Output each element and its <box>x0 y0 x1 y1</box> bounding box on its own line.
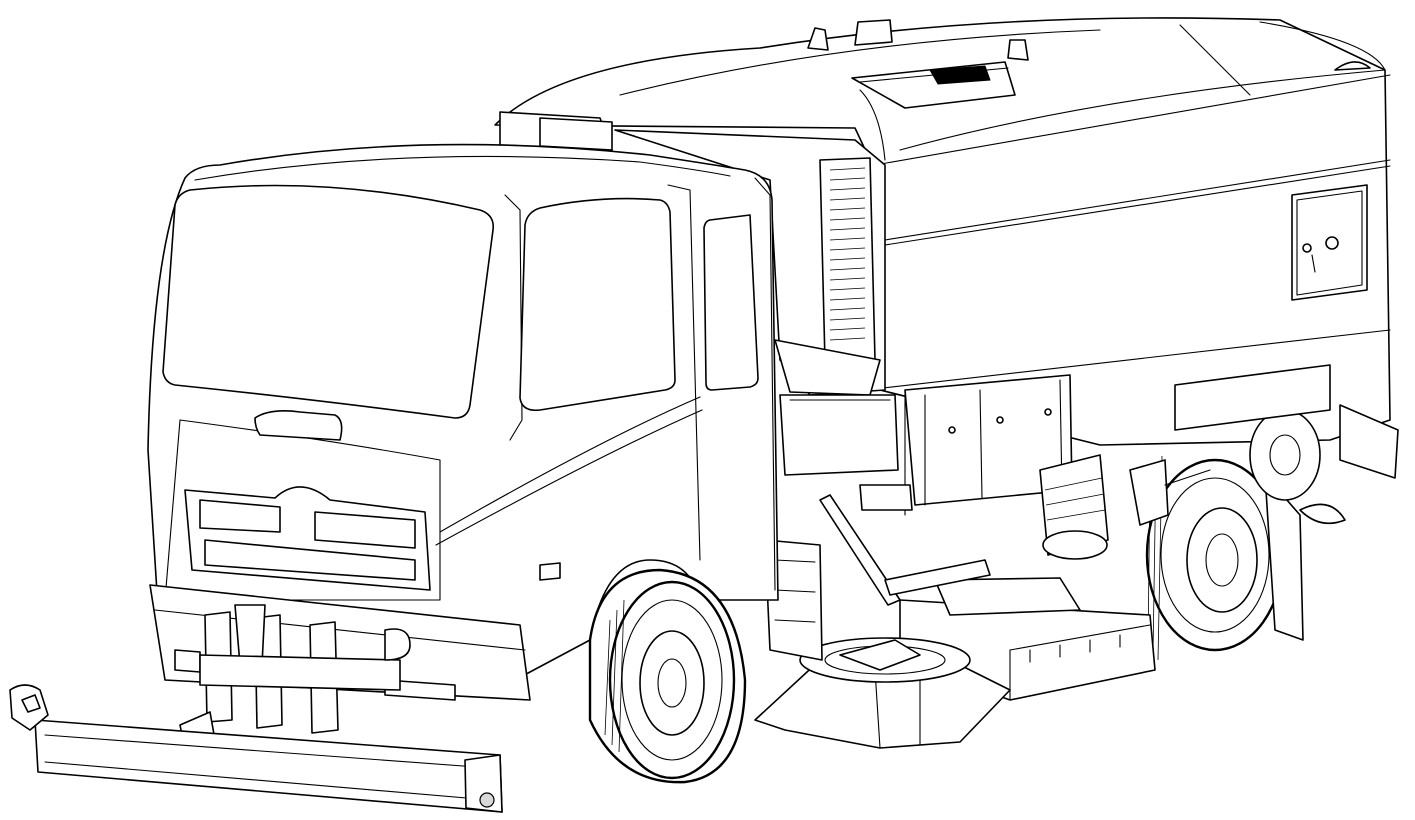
broom-linkage-arms <box>765 485 990 660</box>
hopper-body <box>495 18 1390 445</box>
side-storage-boxes <box>780 375 1072 515</box>
gutter-broom <box>755 638 1010 748</box>
front-spray-bar-mount <box>180 605 410 750</box>
front-grille <box>165 411 440 600</box>
door-window <box>520 199 758 411</box>
roof-lifting-eyes <box>808 20 1370 70</box>
windshield <box>163 186 493 419</box>
side-mirror-arm <box>1130 460 1210 525</box>
hopper-access-door <box>1292 185 1367 300</box>
front-wheel <box>590 570 745 782</box>
suction-hose <box>1040 455 1108 559</box>
roof-vent-grille <box>852 62 1015 108</box>
front-spray-bar <box>10 685 502 812</box>
rear-broom-assembly <box>1175 365 1398 523</box>
rear-wheel <box>1147 456 1303 660</box>
